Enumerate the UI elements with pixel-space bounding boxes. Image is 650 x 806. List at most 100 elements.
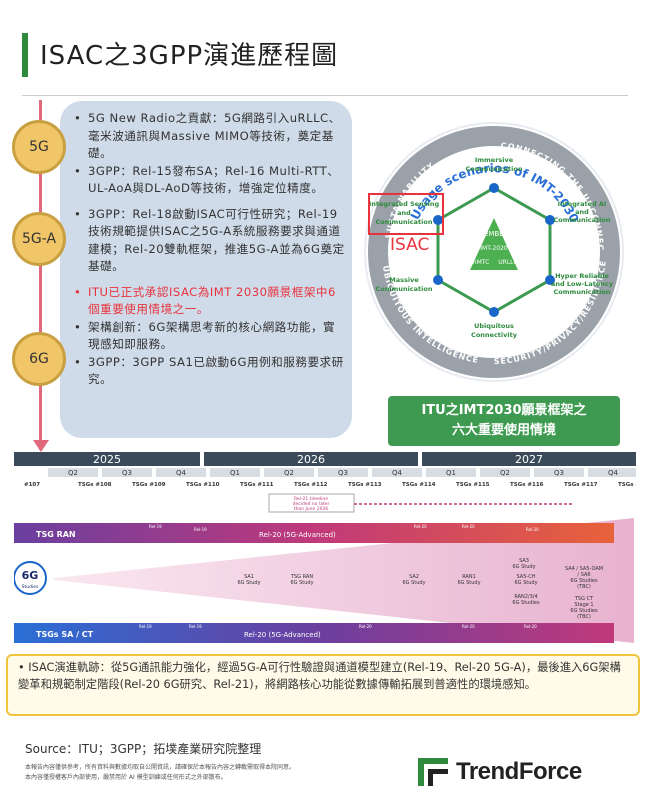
year-band (422, 452, 636, 466)
ran-rel20-stage3: Rel-20 (414, 524, 427, 529)
tsg-label: TSGs #108 (78, 482, 112, 488)
ran-label: TSG RAN (36, 530, 76, 539)
6g-study-cone (54, 518, 634, 643)
timeline-axis (39, 100, 42, 450)
6g-logo-icon (14, 561, 47, 595)
quarter-cell (210, 468, 260, 477)
tsg-label: TSGs #112 (294, 482, 328, 488)
quarter-label: Q1 (230, 469, 240, 477)
6g-logo-sub: Studies (22, 584, 39, 590)
tsg-label: TSGs #115 (456, 482, 490, 488)
year-label: 2025 (93, 453, 121, 466)
tsg-label: TSGs #113 (348, 482, 382, 488)
bullet-list: 5G New Radio之貢獻：5G網路引入uRLLC、毫米波通訊與Massiv… (74, 110, 346, 389)
quarter-label: Q3 (122, 469, 132, 477)
quarter-label: Q3 (338, 469, 348, 477)
ran-rel20-spirit: Rel-20 (526, 527, 539, 532)
tsg-label: #107 (24, 482, 40, 488)
ran-rel20-freeze: Rel-20 (462, 524, 475, 529)
bullet-item: 3GPP：Rel-15發布SA；Rel-16 Multi-RTT、UL-AoA與… (74, 163, 346, 198)
node-dot (489, 183, 499, 193)
year-band (14, 452, 200, 466)
tsg-label: TSGs #118 (618, 482, 636, 488)
quarter-cell (102, 468, 152, 477)
center-urllc: URLLC (498, 259, 517, 266)
sa-label: TSGs SA / CT (36, 630, 94, 639)
quarter-label: Q3 (554, 469, 564, 477)
quarter-cell (318, 468, 368, 477)
phase-6g: 6G (12, 332, 66, 386)
title-accent-bar (22, 33, 28, 77)
quarter-cell (156, 468, 206, 477)
timeline-arrow-icon (33, 440, 49, 452)
sa-track (14, 623, 614, 643)
sa-rel20-stage3: Rel-20 (462, 624, 475, 629)
source-line: Source：ITU；3GPP；拓墣產業研究院整理 (25, 742, 262, 756)
caption-line-2: 六大重要使用情境 (451, 423, 556, 438)
page-title: ISAC之3GPP演進歷程圖 (40, 41, 339, 71)
node-dot (433, 275, 443, 285)
summary-content: ISAC演進軌跡：從5G通訊能力強化，經過5G-A可行性驗證與通道模型建立(Re… (18, 661, 621, 691)
imt2030-diagram: SUSTAINABILITY CONNECTING THE UNCONNECTE… (360, 118, 624, 382)
ran-rel19-spirit: Rel-19 (194, 527, 207, 532)
tsg-label: TSGs #114 (402, 482, 436, 488)
bullet-dot: • (18, 661, 29, 674)
isac-highlight-box (368, 193, 444, 235)
imt-caption-box: ITU之IMT2030願景框架之 六大重要使用情境 (388, 396, 620, 446)
sa-rel20-api: Rel-20 (524, 624, 537, 629)
isac-label: ISAC (390, 235, 429, 255)
ran-rel20: Rel-20 (5G-Advanced) (259, 531, 336, 539)
tsg-label: TSGs #109 (132, 482, 166, 488)
center-imt2020: IMT-2020 (480, 245, 508, 252)
logo-text: TrendForce (456, 758, 582, 785)
quarter-label: Q2 (68, 469, 78, 477)
center-embb: eMBB (484, 230, 504, 238)
phase-5g: 5G (12, 120, 66, 174)
disclaimer-1: 本報告內容僅供參考，所有資料與數據均取自公開資訊，請確保於本報告內容之轉載需取得… (25, 764, 296, 771)
bullet-item: 3GPP：3GPP SA1已啟動6G用例和服務要求研究。 (74, 354, 346, 389)
quarter-label: Q1 (446, 469, 456, 477)
quarter-cell (534, 468, 584, 477)
quarter-cell (372, 468, 422, 477)
brand-logo: TrendForce (418, 758, 582, 786)
year-label: 2026 (297, 453, 325, 466)
node-dot (489, 307, 499, 317)
node-dot (545, 215, 555, 225)
sa-rel19-api: Rel-19 (189, 624, 202, 629)
quarter-label: Q4 (392, 469, 403, 477)
tsg-row: #107 TSGs #108 TSGs #109 TSGs #110 TSGs #111… (24, 482, 636, 488)
quarter-cell (588, 468, 636, 477)
tsg-label: TSGs #111 (240, 482, 274, 488)
tsg-label: TSGs #116 (510, 482, 544, 488)
imt2020-triangle (470, 218, 518, 270)
node-dot (433, 215, 443, 225)
tsg-label: TSGs #110 (186, 482, 220, 488)
quarter-label: Q2 (500, 469, 510, 477)
bullet-item: 架構創新：6G架構思考新的核心網路功能，實現感知即服務。 (74, 319, 346, 354)
bullet-item-highlight: ITU已正式承認ISAC為IMT 2030願景框架中6個重要使用情境之一。 (74, 284, 346, 319)
phase-5ga: 5G-A (12, 212, 66, 266)
sa-rel19-freeze: Rel-19 (139, 624, 152, 629)
quarter-cell (48, 468, 98, 477)
title-divider (22, 95, 628, 96)
6g-logo-text: 6G (22, 569, 39, 582)
summary-text: • ISAC演進軌跡：從5G通訊能力強化，經過5G-A可行性驗證與通道模型建立(… (18, 659, 630, 693)
quarter-label: Q4 (176, 469, 187, 477)
quarter-label: Q4 (608, 469, 619, 477)
